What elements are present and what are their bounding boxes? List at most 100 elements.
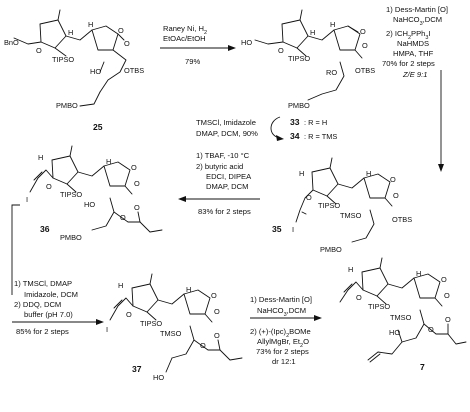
step-2: 1) Dess-Martin [O] NaHCO3,DCM 2) ICH2PPh…: [382, 5, 448, 172]
step-5-line-4: buffer (pH 7.0): [24, 310, 73, 319]
pmbo-group: PMBO: [60, 233, 82, 242]
h-atom-2: H: [106, 157, 111, 166]
bno-group: BnO: [4, 38, 19, 47]
h-atom-2: H: [330, 20, 335, 29]
step-2-line-5: HMPA, THF: [393, 49, 434, 58]
h-atom: H: [348, 265, 353, 274]
compound-37: H O TIPSO I H O O TMSO O O HO 37: [106, 273, 243, 382]
iodo-group: I: [292, 225, 294, 234]
ester-oxygen: O: [120, 213, 126, 222]
step-4: 1) TBAF, -10 °C 2) butyric acid EDCI, DI…: [178, 151, 260, 216]
compound-33-34: HO O TIPSO H H O O RO OTBS PMBO 33 : R =…: [241, 9, 375, 141]
ring-oxygen: O: [306, 193, 312, 202]
h-atom: H: [68, 28, 73, 37]
h-atom-2: H: [186, 285, 191, 294]
ring-oxygen: O: [356, 293, 362, 302]
tipso-group: TIPSO: [52, 55, 74, 64]
tmso-group: TMSO: [160, 329, 182, 338]
carbonyl-oxygen: O: [362, 41, 368, 50]
step-4-line-3: EDCI, DIPEA: [206, 172, 252, 181]
pmbo-group: PMBO: [320, 245, 342, 254]
ho-group: HO: [84, 200, 95, 209]
pmbo-group: PMBO: [56, 101, 78, 110]
step-3-line-1: TMSCl, Imidazole: [196, 118, 256, 127]
svg-text:2) (+)-(Ipc)2BOMe: 2) (+)-(Ipc)2BOMe: [250, 327, 311, 339]
ho-group: HO: [90, 67, 101, 76]
lactone-oxygen: O: [131, 163, 137, 172]
ring-oxygen: O: [126, 310, 132, 319]
ring-oxygen: O: [36, 46, 42, 55]
lactone-oxygen: O: [118, 26, 124, 35]
step-3: TMSCl, Imidazole DMAP, DCM, 90%: [196, 116, 284, 141]
h-atom-2: H: [416, 269, 421, 278]
svg-text:Raney Ni, H2: Raney Ni, H2: [163, 24, 207, 36]
compound-35: H O TIPSO I H O O TMSO OTBS PMBO 35: [272, 157, 412, 254]
h-atom: H: [299, 169, 304, 178]
step-5: 1) TMSCl, DMAP Imidazole, DCM 2) DDQ, DC…: [11, 204, 104, 336]
compound-7-label: 7: [420, 362, 425, 372]
lactone-oxygen: O: [390, 175, 396, 184]
compound-33-r: : R = H: [304, 118, 327, 127]
compound-35-label: 35: [272, 224, 282, 234]
otbs-group: OTBS: [392, 215, 412, 224]
pmbo-group: PMBO: [288, 101, 310, 110]
compound-7: H O TIPSO H O O TMSO HO O O 7: [339, 257, 467, 372]
compound-34-r: : R = TMS: [304, 132, 337, 141]
step-4-line-4: DMAP, DCM: [206, 182, 248, 191]
svg-text:AllylMgBr, Et2O: AllylMgBr, Et2O: [257, 337, 309, 349]
ring-oxygen: O: [46, 182, 52, 191]
h-atom-2: H: [88, 20, 93, 29]
h-atom-2: H: [366, 169, 371, 178]
ring-oxygen: O: [278, 46, 284, 55]
h-atom: H: [310, 28, 315, 37]
step-6-line-6: dr 12:1: [272, 357, 296, 366]
lactone-oxygen: O: [211, 291, 217, 300]
otbs-group: OTBS: [124, 66, 144, 75]
step-2-line-4: NaHMDS: [397, 39, 429, 48]
step-6: 1) Dess-Martin [O] NaHCO3,DCM 2) (+)-(Ip…: [250, 295, 322, 366]
tipso-group: TIPSO: [288, 54, 310, 63]
ester-carbonyl-oxygen: O: [134, 203, 140, 212]
lactone-oxygen: O: [441, 275, 447, 284]
step-4-yield: 83% for 2 steps: [198, 207, 251, 216]
compound-25: BnO O TIPSO H H O O HO OTBS PMBO 25: [4, 9, 144, 132]
tipso-group: TIPSO: [368, 302, 390, 311]
step-5-line-3: 2) DDQ, DCM: [14, 300, 61, 309]
ro-group: RO: [326, 68, 337, 77]
step-6-line-1: 1) Dess-Martin [O]: [250, 295, 312, 304]
step-1-yield: 79%: [185, 57, 200, 66]
ester-carbonyl-oxygen: O: [214, 331, 220, 340]
h-atom: H: [38, 153, 43, 162]
tmso-group: TMSO: [340, 211, 362, 220]
carbonyl-oxygen: O: [393, 191, 399, 200]
compound-37-label: 37: [132, 364, 142, 374]
step-6-line-5: 73% for 2 steps: [256, 347, 309, 356]
ester-oxygen: O: [200, 341, 206, 350]
ester-oxygen: O: [428, 325, 434, 334]
step-4-line-2: 2) butyric acid: [196, 162, 243, 171]
ho-group: HO: [389, 328, 400, 337]
step-2-line-6: 70% for 2 steps: [382, 59, 435, 68]
step-1-solvent: EtOAc/EtOH: [163, 34, 206, 43]
carbonyl-oxygen: O: [444, 291, 450, 300]
lactone-oxygen: O: [360, 27, 366, 36]
ester-carbonyl-oxygen: O: [445, 315, 451, 324]
tipso-group: TIPSO: [140, 319, 162, 328]
h-atom: H: [118, 281, 123, 290]
svg-text:2) ICH2PPh3I: 2) ICH2PPh3I: [386, 29, 431, 41]
svg-text:NaHCO3,DCM: NaHCO3,DCM: [257, 306, 306, 318]
tipso-group: TIPSO: [318, 201, 340, 210]
step-2-line-7: Z/E 9:1: [402, 70, 427, 79]
compound-36: H O TIPSO I H O O HO O O PMBO 36: [26, 145, 163, 242]
step-1: Raney Ni, H2 EtOAc/EtOH 79%: [160, 24, 236, 66]
step-5-line-2: Imidazole, DCM: [24, 290, 78, 299]
carbonyl-oxygen: O: [214, 307, 220, 316]
ho-group: HO: [153, 373, 164, 382]
ho-group: HO: [241, 38, 252, 47]
carbonyl-oxygen: O: [124, 39, 130, 48]
otbs-group: OTBS: [355, 66, 375, 75]
tmso-group: TMSO: [390, 313, 412, 322]
compound-25-label: 25: [93, 122, 103, 132]
compound-33-label: 33: [290, 117, 300, 127]
